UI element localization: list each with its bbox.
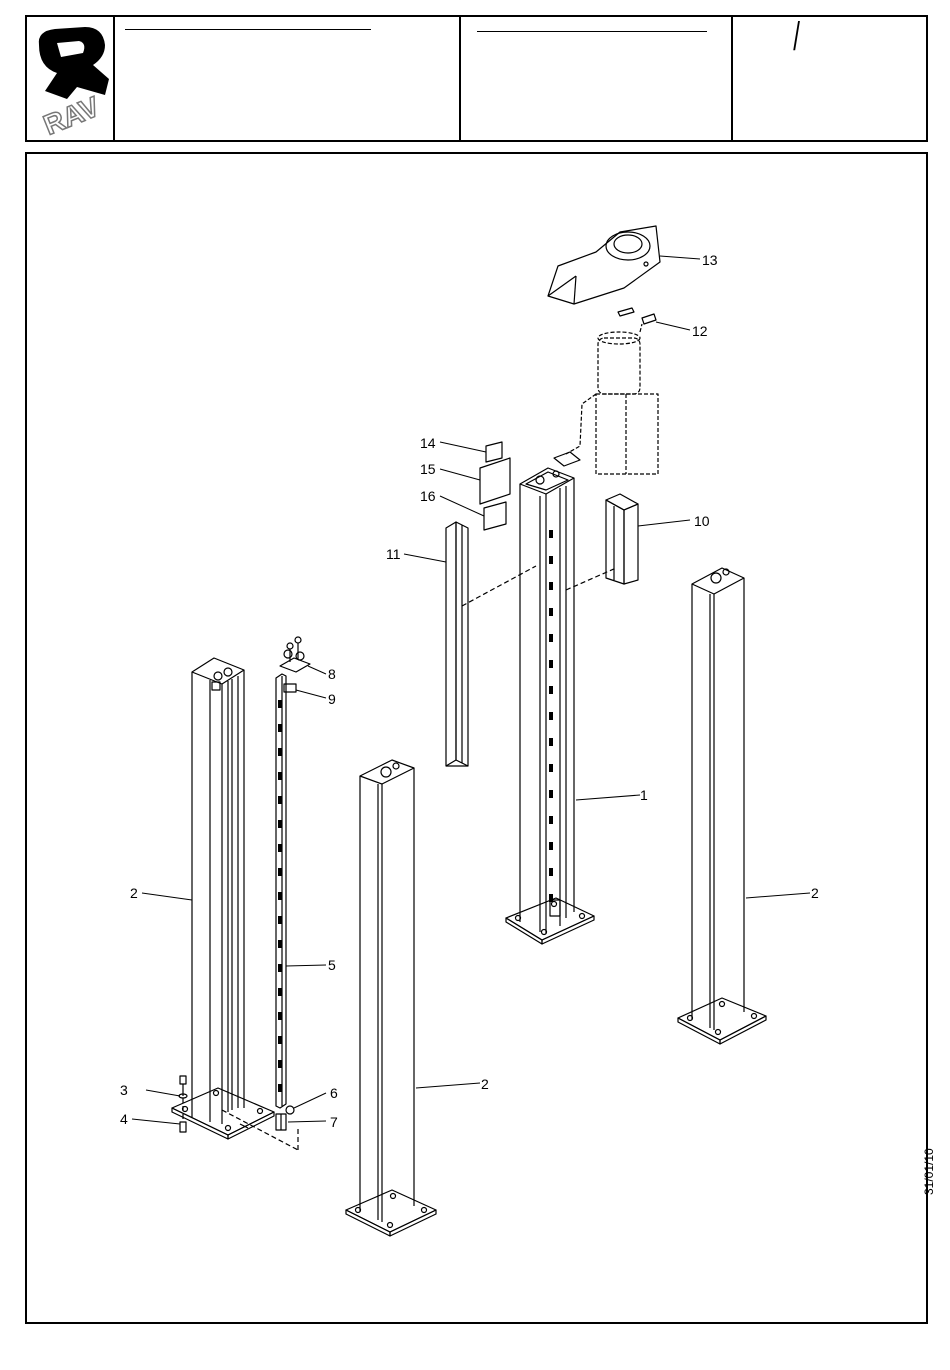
callout-3: 3: [120, 1082, 128, 1098]
column-left-open: [172, 658, 274, 1139]
callout-9: 9: [328, 691, 336, 707]
callout-11: 11: [386, 546, 401, 562]
column-main-part-1: [506, 468, 594, 944]
callout-2-center: 2: [481, 1076, 489, 1092]
power-unit: [566, 324, 658, 474]
callout-10: 10: [694, 513, 710, 529]
callout-2-right: 2: [811, 885, 819, 901]
column-right-closed: [678, 568, 766, 1044]
column-center-closed: [346, 760, 436, 1236]
callout-15: 15: [420, 461, 436, 477]
leader-lines: [132, 256, 810, 1124]
callout-8: 8: [328, 666, 336, 682]
fittings-part-12: [618, 308, 656, 324]
label-part-14: [486, 442, 502, 462]
lock-ladder-part-5: [276, 674, 286, 1108]
callout-1: 1: [640, 787, 648, 803]
roller-part-6: [286, 1106, 294, 1114]
cover-part-11: [446, 522, 468, 766]
callout-16: 16: [420, 488, 436, 504]
callout-14: 14: [420, 435, 436, 451]
label-part-16: [484, 502, 506, 530]
callout-4: 4: [120, 1111, 128, 1127]
callout-12: 12: [692, 323, 708, 339]
bolt-part-3: [179, 1076, 187, 1098]
assembly-dash-right: [462, 566, 616, 606]
callout-6: 6: [330, 1085, 338, 1101]
block-part-7: [276, 1114, 286, 1130]
callout-13: 13: [702, 252, 718, 268]
nut-part-4: [180, 1122, 186, 1132]
callout-5: 5: [328, 957, 336, 973]
label-part-15: [480, 458, 510, 504]
callout-2-left: 2: [130, 885, 138, 901]
date-stamp: 31/01/10: [922, 1148, 936, 1195]
callout-7: 7: [330, 1114, 338, 1130]
top-plate-part-8: [280, 637, 310, 672]
top-cover-part-13: [548, 226, 660, 304]
